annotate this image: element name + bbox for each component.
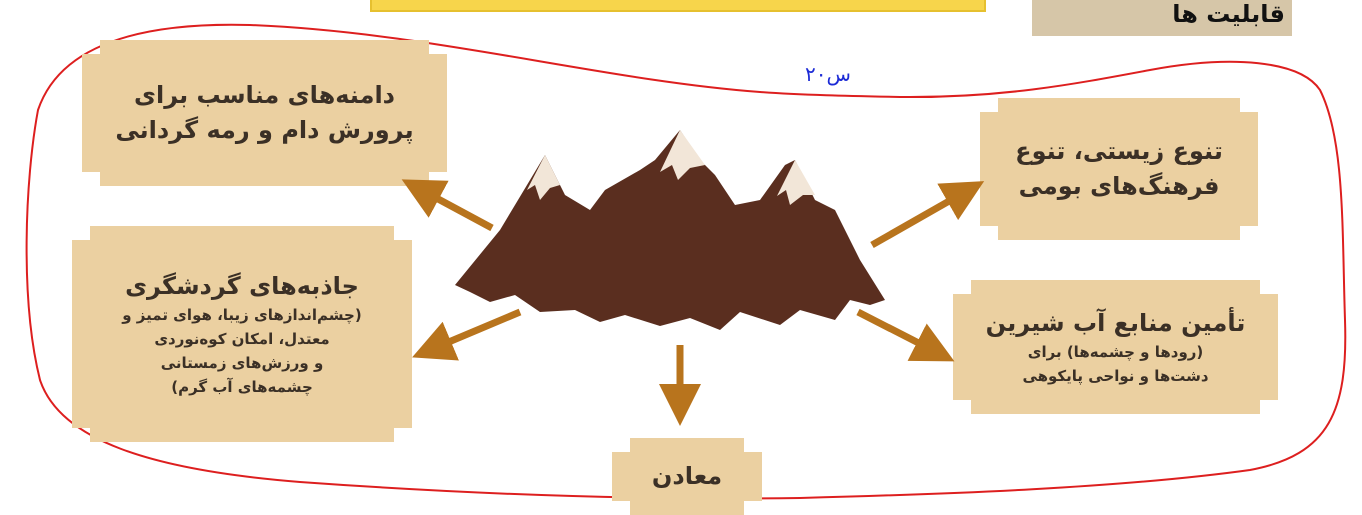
page-reference: س۲۰ bbox=[805, 62, 851, 86]
card-pastures: دامنه‌های مناسب برای پرورش دام و رمه گرد… bbox=[82, 40, 447, 186]
mountains-icon bbox=[455, 130, 885, 330]
page-title: قابلیت ها bbox=[1172, 0, 1285, 28]
title-tab bbox=[1032, 0, 1292, 36]
arrow-to-biodiversity bbox=[870, 181, 985, 249]
card-mines: معادن bbox=[612, 438, 762, 515]
card-tourism-detail-2: معتدل، امکان کوه‌نوردی bbox=[154, 330, 330, 349]
card-biodiversity-line-1: تنوع زیستی، تنوع bbox=[1015, 137, 1223, 166]
card-biodiversity: تنوع زیستی، تنوع فرهنگ‌های بومی bbox=[980, 98, 1258, 240]
card-biodiversity-line-2: فرهنگ‌های بومی bbox=[1018, 172, 1220, 200]
card-tourism-detail-3: و ورزش‌های زمستانی bbox=[160, 354, 324, 373]
card-freshwater-detail-1: (رودها و چشمه‌ها) برای bbox=[1027, 343, 1204, 362]
card-pastures-line-2: پرورش دام و رمه گردانی bbox=[115, 116, 414, 144]
top-yellow-bar bbox=[370, 0, 986, 12]
card-freshwater-title: تأمین منابع آب شیرین bbox=[985, 308, 1246, 337]
card-tourism-title: جاذبه‌های گردشگری bbox=[125, 271, 359, 300]
card-pastures-line-1: دامنه‌های مناسب برای bbox=[134, 81, 395, 110]
card-freshwater-detail-2: دشت‌ها و نواحی پایکوهی bbox=[1022, 367, 1209, 386]
card-tourism-detail-4: چشمه‌های آب گرم) bbox=[171, 378, 313, 397]
arrow-to-freshwater bbox=[856, 308, 955, 362]
card-mines-label: معادن bbox=[651, 462, 723, 491]
card-tourism: جاذبه‌های گردشگری (چشم‌اندازهای زیبا، هو… bbox=[72, 226, 412, 442]
arrow-to-pastures bbox=[401, 179, 494, 232]
arrow-to-tourism bbox=[412, 308, 522, 361]
card-tourism-detail-1: (چشم‌اندازهای زیبا، هوای تمیز و bbox=[122, 306, 362, 325]
card-freshwater: تأمین منابع آب شیرین (رودها و چشمه‌ها) ب… bbox=[953, 280, 1278, 414]
